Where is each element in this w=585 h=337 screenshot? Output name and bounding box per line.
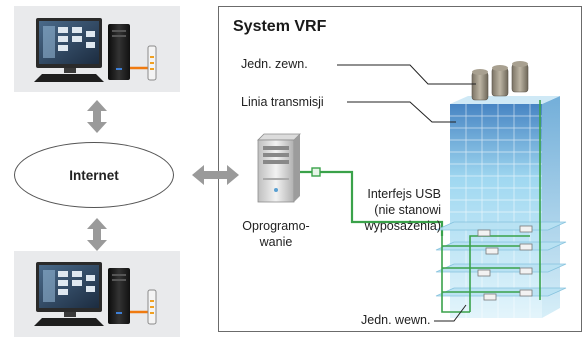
computer-icon <box>34 18 157 82</box>
usb-cable <box>300 170 444 236</box>
computer-icon <box>34 262 157 326</box>
double-arrow-icon <box>87 218 107 251</box>
software-line1: Oprogramo- <box>242 219 310 233</box>
indoor-unit-label: Jedn. wewn. <box>361 313 431 327</box>
double-arrow-icon <box>192 165 239 185</box>
double-arrow-icon <box>87 100 107 133</box>
diagram-title: System VRF <box>233 18 327 35</box>
software-label: Oprogramo- wanie <box>236 218 316 250</box>
outdoor-unit-icon <box>471 61 529 101</box>
usb-interface-label: Interfejs USB (nie stanowi wyposażenia) <box>349 186 441 234</box>
usb-interface-line2: (nie stanowi <box>374 203 441 217</box>
internet-node: Internet <box>14 142 174 208</box>
transmission-line-label: Linia transmisji <box>241 95 324 109</box>
leader-lines <box>337 64 476 322</box>
usb-plug <box>311 167 321 177</box>
usb-interface-line1: Interfejs USB <box>367 187 441 201</box>
server-icon <box>257 133 301 203</box>
internet-label: Internet <box>69 167 119 183</box>
software-line2: wanie <box>259 235 293 249</box>
building-icon <box>435 96 567 318</box>
outdoor-unit-label: Jedn. zewn. <box>241 57 308 71</box>
usb-interface-line3: wyposażenia) <box>364 219 441 233</box>
